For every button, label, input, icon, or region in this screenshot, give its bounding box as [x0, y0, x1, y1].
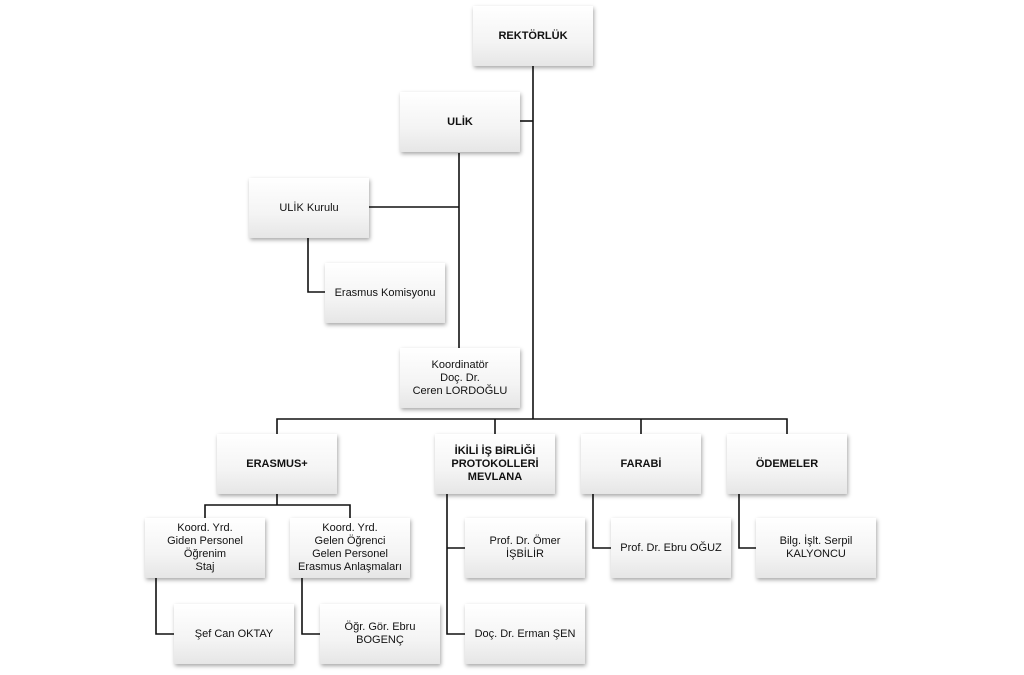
connector-level2-bar: [276, 418, 788, 434]
connector-prof-ebru: [592, 493, 611, 549]
node-prof-ebru-oguz: Prof. Dr. Ebru OĞUZ: [611, 518, 731, 578]
node-ulik-kurulu: ULİK Kurulu: [249, 178, 369, 238]
node-farabi: FARABİ: [581, 434, 701, 494]
node-sef-can-oktay: Şef Can OKTAY: [174, 604, 294, 664]
node-erasmus-plus: ERASMUS+: [217, 434, 337, 494]
connector-ogr-gor: [301, 578, 320, 635]
connector-sef-can: [155, 578, 174, 635]
connector-erasmus-children: [204, 504, 351, 518]
node-koord-yrd-gelen: Koord. Yrd. Gelen Öğrenci Gelen Personel…: [290, 518, 410, 578]
connector-ikili-children: [446, 493, 465, 635]
connector-erasmus-komisyonu: [307, 238, 325, 293]
node-doc-erman-sen: Doç. Dr. Erman ŞEN: [465, 604, 585, 664]
node-ulik: ULİK: [400, 92, 520, 152]
node-ikili-isbirligi: İKİLİ İŞ BİRLİĞİ PROTOKOLLERİ MEVLANA: [435, 434, 555, 494]
node-odemeler: ÖDEMELER: [727, 434, 847, 494]
node-bilg-serpil-kalyoncu: Bilg. İşlt. Serpil KALYONCU: [756, 518, 876, 578]
node-koord-yrd-giden: Koord. Yrd. Giden Personel Öğrenim Staj: [145, 518, 265, 578]
node-rektorluk: REKTÖRLÜK: [473, 6, 593, 66]
node-ogr-gor-ebru-bogenc: Öğr. Gör. Ebru BOGENÇ: [320, 604, 440, 664]
connector-bilg-serpil: [738, 493, 756, 549]
node-koordinator: Koordinatör Doç. Dr. Ceren LORDOĞLU: [400, 348, 520, 408]
node-prof-omer-isbilir: Prof. Dr. Ömer İŞBİLİR: [465, 518, 585, 578]
node-erasmus-komisyonu: Erasmus Komisyonu: [325, 263, 445, 323]
